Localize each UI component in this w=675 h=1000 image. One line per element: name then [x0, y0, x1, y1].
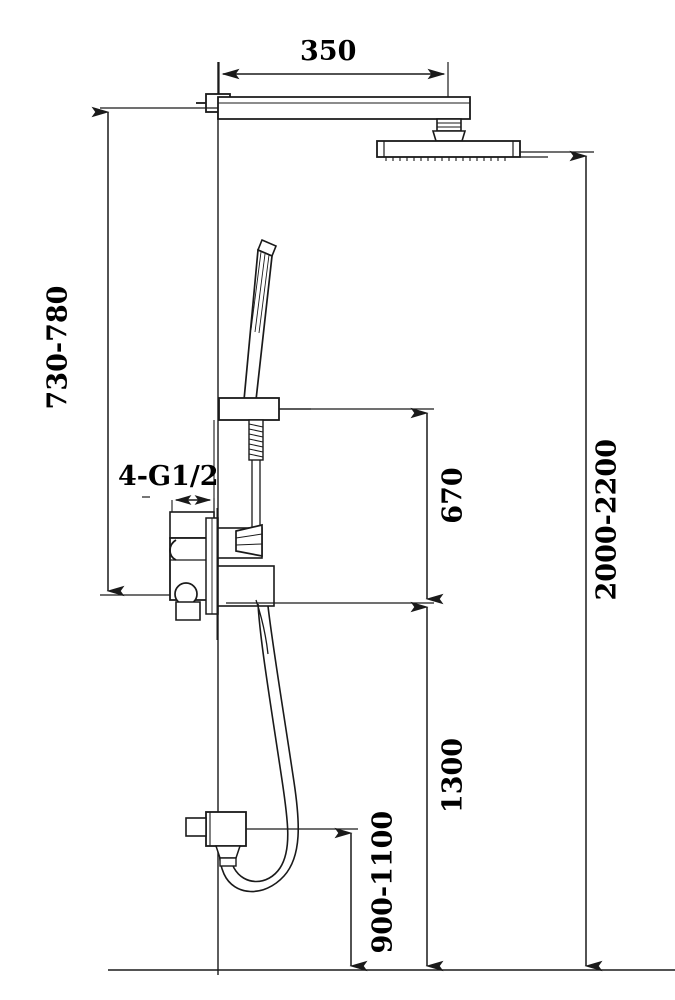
mixer-valve [169, 508, 275, 640]
hand-shower-wand [243, 238, 278, 401]
dimension-label-730-780: 730-780 [42, 285, 74, 410]
dimension-line-900-1100 [246, 827, 368, 972]
shower-arm [217, 96, 471, 120]
dimension-label-900-1100: 900-1100 [367, 810, 399, 954]
dimension-label-670: 670 [437, 467, 469, 524]
rain-shower-head [376, 118, 548, 161]
dimension-label-350: 350 [300, 36, 357, 67]
dimension-line-670 [226, 407, 444, 605]
dimension-label-1300: 1300 [437, 737, 469, 814]
mixer-handle [235, 523, 263, 558]
dimension-label-thread-spec: 4-G1/2 [118, 461, 219, 492]
dimension-label-2000-2200: 2000-2200 [591, 439, 623, 601]
wall-outlet-elbow [185, 811, 247, 867]
dimension-line-2000-2200 [520, 150, 603, 972]
